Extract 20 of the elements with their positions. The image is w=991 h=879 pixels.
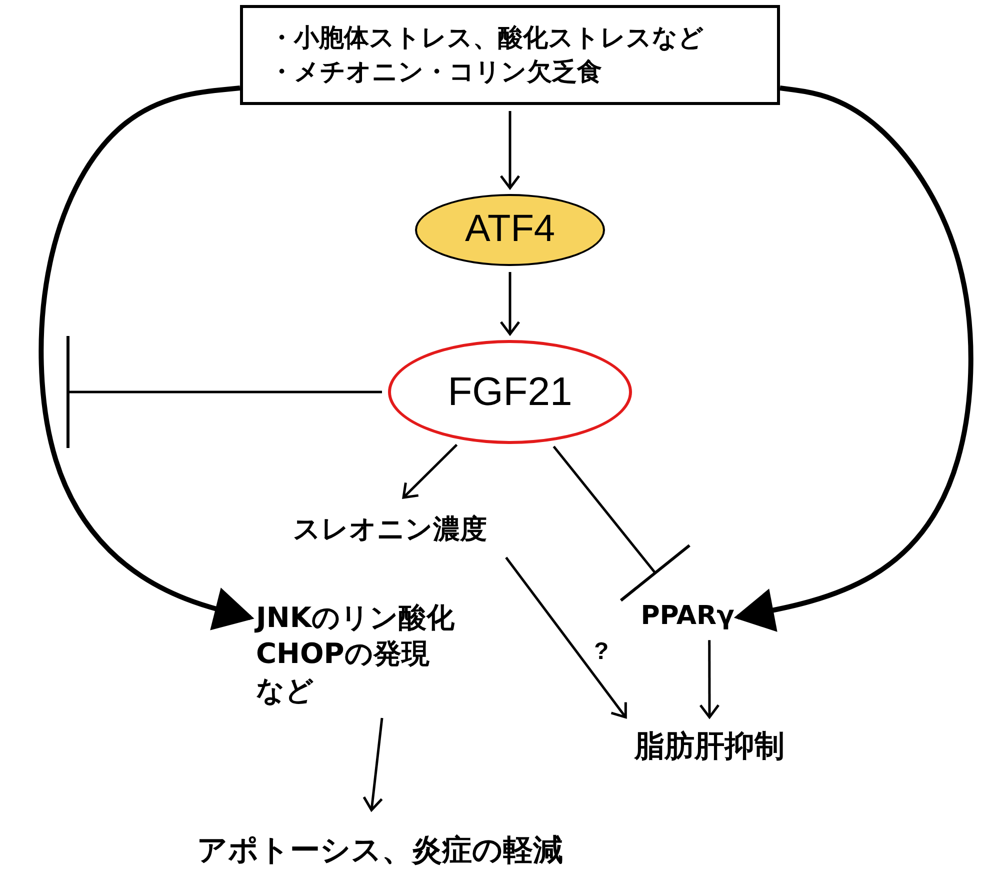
- node-label: 脂肪肝抑制: [612, 722, 807, 770]
- node-label: FGF21: [448, 369, 572, 416]
- node-label: ATF4: [464, 207, 556, 252]
- arrow: [699, 640, 720, 718]
- arrow: [38, 86, 254, 630]
- arrow: [500, 272, 520, 336]
- arrow: [362, 718, 384, 812]
- arrow: [734, 86, 974, 632]
- node-label: JNKのリン酸化CHOPの発現など: [256, 600, 536, 718]
- bullet-item: ・メチオニン・コリン欠乏食: [269, 56, 602, 88]
- node-label: PPARγ: [640, 596, 735, 638]
- arrow: [402, 444, 458, 499]
- inhibition-line: [66, 334, 382, 450]
- node-label: スレオニン濃度: [255, 505, 525, 555]
- arrow: [500, 111, 520, 190]
- condition-box: [240, 5, 780, 105]
- node-label: アポトーシス、炎症の軽減: [168, 825, 592, 875]
- bullet-item: ・小胞体ストレス、酸化ストレスなど: [269, 22, 704, 54]
- arrow: [505, 556, 627, 718]
- inhibition-line: [552, 446, 692, 602]
